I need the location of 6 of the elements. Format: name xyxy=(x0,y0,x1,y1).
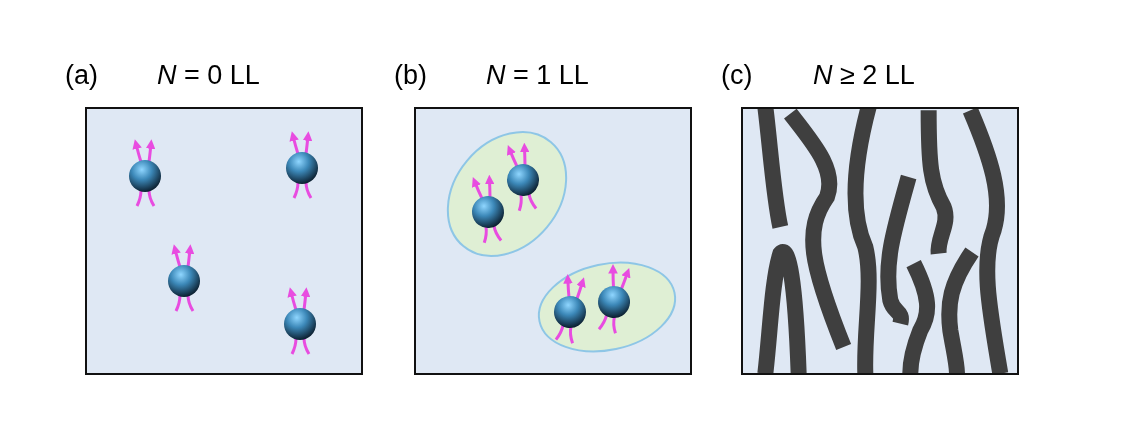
panel-label: (c) xyxy=(721,60,753,91)
panel-label: (b) xyxy=(394,60,427,91)
panel-label: (a) xyxy=(65,60,98,91)
panel-title: N = 0 LL xyxy=(157,60,260,91)
panel-title: N ≥ 2 LL xyxy=(813,60,915,91)
panel-title: N = 1 LL xyxy=(486,60,589,91)
